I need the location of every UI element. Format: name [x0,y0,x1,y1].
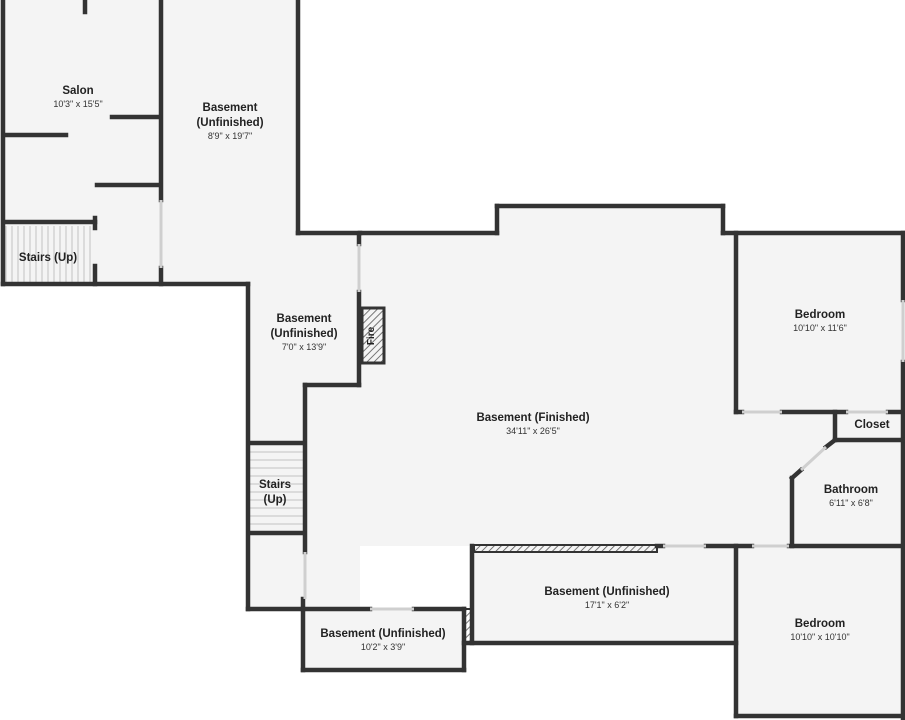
basement-small-dims: 10'2" x 3'9" [361,642,405,652]
floor-basement-finished [360,206,835,546]
basement-lower-dims: 17'1" x 6'2" [585,600,629,610]
basement-top-label-1: Basement [203,102,258,114]
stairs-lower-label-2: (Up) [264,494,287,506]
basement-top-dims: 8'9" x 19'7" [208,131,252,141]
fireplace-label: Fire [366,326,377,345]
bedroom-lower-label: Bedroom [795,618,845,630]
basement-finished-dims: 34'11" x 26'5" [506,426,560,436]
basement-small-label: Basement (Unfinished) [320,628,445,640]
basement-finished-label: Basement (Finished) [476,412,589,424]
floor-basement-lower [472,546,736,643]
fireplace [360,306,386,365]
salon-label: Salon [62,85,93,97]
basement-lower-label: Basement (Unfinished) [544,586,669,598]
stairs-upper-label: Stairs (Up) [19,252,77,264]
floor-salon-wing [0,0,163,285]
stairs-lower-label-1: Stairs [259,479,291,491]
salon-dims: 10'3" x 15'5" [53,99,102,109]
basement-mid-dims: 7'0" x 13'9" [282,342,326,352]
bedroom-upper-label: Bedroom [795,309,845,321]
basement-mid-label-1: Basement [277,313,332,325]
stairs-upper-graphic [5,226,91,283]
counter-hatch [473,544,658,553]
openings [159,200,905,611]
floor-basement-small [303,609,464,669]
bathroom-dims: 6'11" x 6'8" [829,498,873,508]
bedroom-upper-dims: 10'10" x 11'6" [793,323,847,333]
floor-bedroom-upper [736,233,905,412]
basement-top-label-2: (Unfinished) [196,117,263,129]
floor-bedroom-lower [736,546,905,716]
hatched-features [360,306,658,643]
bathroom-label: Bathroom [824,484,878,496]
floor-closet [835,412,905,440]
bedroom-lower-dims: 10'10" x 10'10" [790,632,849,642]
floor-bathroom [792,440,905,546]
closet-label: Closet [854,419,889,431]
basement-mid-label-2: (Unfinished) [270,328,337,340]
stairs-lower-graphic [250,451,303,525]
